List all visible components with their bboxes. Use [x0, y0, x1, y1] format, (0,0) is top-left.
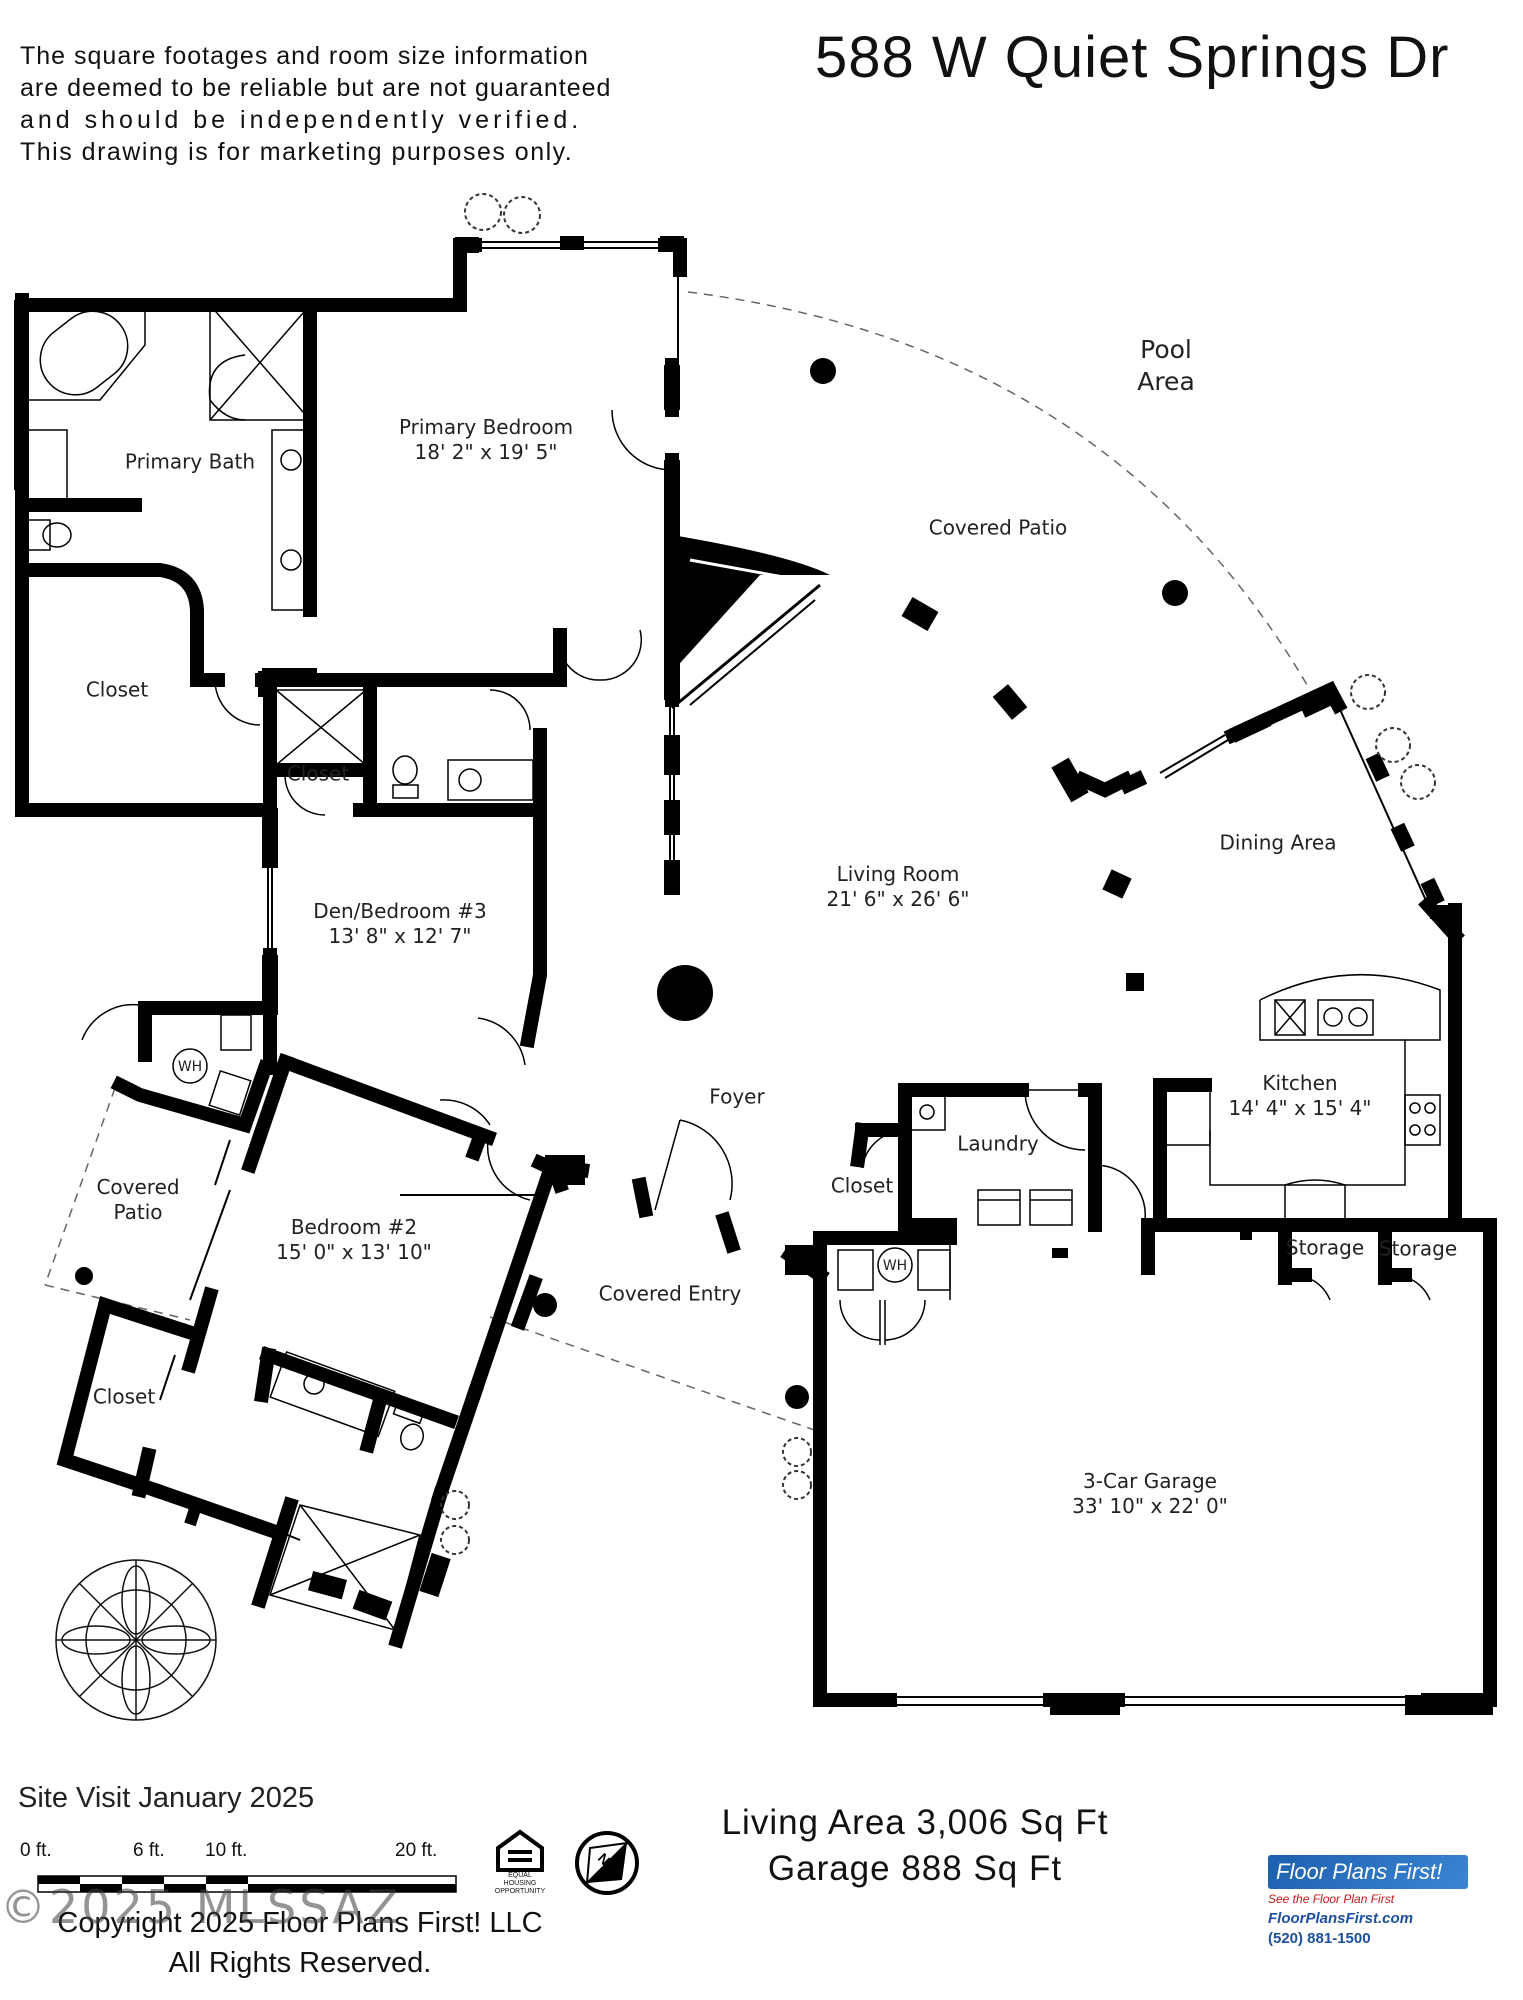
room-name: Pool [1140, 335, 1192, 364]
room-label-den-bedroom-3: Den/Bedroom #3 13' 8" x 12' 7" [313, 899, 486, 949]
room-label-kitchen: Kitchen 14' 4" x 15' 4" [1228, 1071, 1371, 1121]
scale-tick-label: 0 ft. [20, 1840, 52, 1861]
scale-tick-label: 10 ft. [205, 1840, 248, 1861]
room-label-3-car-garage: 3-Car Garage 33' 10" x 22' 0" [1072, 1469, 1228, 1519]
equal-housing-label: EQUAL HOUSING OPPORTUNITY [490, 1872, 550, 1896]
room-label-dining-area: Dining Area [1219, 830, 1337, 855]
room-name: Den/Bedroom #3 [313, 899, 487, 923]
room-name: 3-Car Garage [1083, 1469, 1217, 1493]
disclaimer-line: and should be independently verified. [20, 106, 583, 134]
wall-piers [184, 236, 1493, 1715]
hall-bath-fixtures [275, 689, 534, 801]
property-address: 588 W Quiet Springs Dr [815, 25, 1450, 90]
scale-tick-label: 6 ft. [133, 1840, 165, 1861]
room-label-primary-bath: Primary Bath [124, 449, 256, 474]
room-name: Covered [96, 1175, 180, 1199]
mls-watermark: ©2025 MLSSAZ [0, 1880, 402, 1934]
tree-symbol [55, 1559, 217, 1721]
logo-phone: (520) 881-1500 [1268, 1930, 1371, 1947]
living-area: Living Area 3,006 Sq Ft [721, 1803, 1109, 1842]
copyright: Copyright 2025 Floor Plans First! LLC Al… [20, 1903, 580, 1983]
primary-bath-fixtures [21, 299, 311, 611]
disclaimer-line: The square footages and room size inform… [20, 42, 589, 70]
room-size: 15' 0" x 13' 10" [276, 1240, 432, 1264]
logo-name: Floor Plans First! [1268, 1855, 1468, 1889]
logo-tagline: See the Floor Plan First [1268, 1892, 1395, 1906]
bedroom2-bath-fixtures [269, 1350, 426, 1631]
room-label-closet: Closet [85, 677, 149, 702]
room-size: 13' 8" x 12' 7" [328, 924, 472, 948]
floor-plans-first-logo: Floor Plans First! See the Floor Plan Fi… [1268, 1855, 1468, 1947]
room-label-covered-patio: Covered Patio [96, 1175, 179, 1225]
disclaimer: The square footages and room size inform… [20, 40, 620, 168]
room-label-living-room: Living Room 21' 6" x 26' 6" [826, 862, 969, 912]
room-label-primary-bedroom: Primary Bedroom 18' 2" x 19' 5" [399, 415, 573, 465]
room-label-closet: Closet [830, 1173, 894, 1198]
disclaimer-line: This drawing is for marketing purposes o… [20, 138, 574, 166]
fireplace [671, 535, 830, 710]
dashed-boundaries [44, 291, 1311, 1433]
site-visit-date: Site Visit January 2025 [18, 1782, 315, 1814]
room-label-storage: Storage [1378, 1236, 1458, 1261]
shrubs [440, 193, 1436, 1555]
copyright-line: All Rights Reserved. [168, 1947, 432, 1979]
scale-tick-label: 20 ft. [395, 1840, 438, 1861]
room-label-closet: Closet [286, 761, 350, 786]
room-label-foyer: Foyer [709, 1084, 765, 1109]
logo-url: FloorPlansFirst.com [1268, 1910, 1414, 1927]
equal-housing-text: EQUAL [508, 1872, 532, 1879]
scale-bar [37, 1875, 457, 1893]
room-label-laundry: Laundry [957, 1131, 1039, 1156]
equal-housing-text: OPPORTUNITY [494, 1888, 546, 1895]
sliding-doors [159, 734, 1229, 1401]
water-heater-label: WH [177, 1059, 203, 1075]
room-name: Primary Bedroom [398, 415, 574, 439]
room-size: 21' 6" x 26' 6" [826, 887, 970, 911]
room-name: Area [1137, 367, 1195, 396]
room-size: 14' 4" x 15' 4" [1228, 1096, 1372, 1120]
room-name: Patio [113, 1200, 163, 1224]
equal-housing-icon [496, 1829, 544, 1872]
room-size: 33' 10" x 22' 0" [1072, 1494, 1228, 1518]
wh-closet-left [172, 1014, 252, 1117]
columns [75, 358, 1188, 1409]
copyright-line: Copyright 2025 Floor Plans First! LLC [57, 1907, 543, 1939]
room-label-bedroom-2: Bedroom #2 15' 0" x 13' 10" [276, 1215, 432, 1265]
area-summary: Living Area 3,006 Sq Ft Garage 888 Sq Ft [720, 1800, 1110, 1892]
garage-wh-closet [837, 1238, 951, 1300]
room-label-pool-area: Pool Area [1137, 334, 1195, 398]
water-heater-label: WH [882, 1258, 908, 1274]
garage-area: Garage 888 Sq Ft [767, 1849, 1063, 1888]
room-name: Kitchen [1262, 1071, 1338, 1095]
room-label-storage: Storage [1285, 1235, 1365, 1260]
equal-housing-text: HOUSING [503, 1880, 537, 1887]
room-name: Living Room [836, 862, 960, 886]
room-label-covered-patio: Covered Patio [928, 515, 1068, 540]
room-name: Bedroom #2 [290, 1215, 418, 1239]
room-size: 18' 2" x 19' 5" [414, 440, 558, 464]
disclaimer-line: are deemed to be reliable but are not gu… [20, 74, 612, 102]
kitchen-fixtures [1164, 973, 1441, 1225]
laundry-fixtures [909, 1094, 1073, 1226]
room-label-closet: Closet [92, 1384, 156, 1409]
door-swings [81, 409, 1431, 1345]
room-label-covered-entry: Covered Entry [598, 1281, 742, 1306]
north-arrow-icon [575, 1831, 639, 1895]
